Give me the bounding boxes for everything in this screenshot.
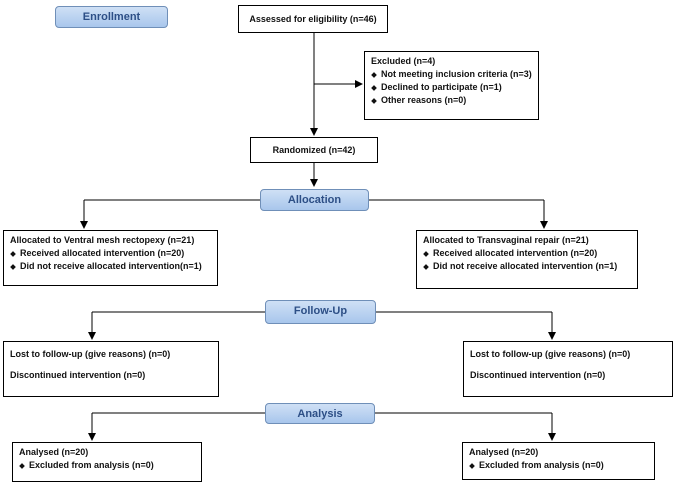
- stage-enrollment: Enrollment: [55, 6, 168, 28]
- followup-right-lost: Lost to follow-up (give reasons) (n=0): [470, 349, 631, 359]
- followup-right-box: Lost to follow-up (give reasons) (n=0) D…: [463, 341, 673, 397]
- excluded-item: Declined to participate (n=1): [371, 81, 532, 94]
- allocation-right-item: Received allocated intervention (n=20): [423, 247, 631, 260]
- analysis-left-box: Analysed (n=20) Excluded from analysis (…: [12, 442, 202, 482]
- analysis-left-analysed: Analysed (n=20): [19, 447, 89, 457]
- excluded-box: Excluded (n=4) Not meeting inclusion cri…: [364, 51, 539, 120]
- analysis-right-item: Excluded from analysis (n=0): [469, 459, 648, 472]
- stage-follow-up: Follow-Up: [265, 300, 376, 324]
- assessed-box: Assessed for eligibility (n=46): [238, 5, 388, 33]
- analysis-right-analysed: Analysed (n=20): [469, 447, 539, 457]
- followup-left-discontinued: Discontinued intervention (n=0): [10, 370, 146, 380]
- excluded-item: Not meeting inclusion criteria (n=3): [371, 68, 532, 81]
- stage-analysis: Analysis: [265, 403, 375, 424]
- allocation-right-title: Allocated to Transvaginal repair (n=21): [423, 235, 589, 245]
- allocation-right-box: Allocated to Transvaginal repair (n=21) …: [416, 230, 638, 289]
- allocation-left-item: Did not receive allocated intervention(n…: [10, 260, 211, 273]
- assessed-label: Assessed for eligibility (n=46): [249, 14, 377, 24]
- followup-right-discontinued: Discontinued intervention (n=0): [470, 370, 606, 380]
- randomized-label: Randomized (n=42): [272, 145, 356, 155]
- analysis-left-item: Excluded from analysis (n=0): [19, 459, 195, 472]
- randomized-box: Randomized (n=42): [250, 137, 378, 163]
- allocation-left-title: Allocated to Ventral mesh rectopexy (n=2…: [10, 235, 195, 245]
- stage-allocation: Allocation: [260, 189, 369, 211]
- allocation-left-box: Allocated to Ventral mesh rectopexy (n=2…: [3, 230, 218, 286]
- excluded-title: Excluded (n=4): [371, 56, 436, 66]
- followup-left-lost: Lost to follow-up (give reasons) (n=0): [10, 349, 171, 359]
- allocation-right-item: Did not receive allocated intervention (…: [423, 260, 631, 273]
- excluded-item: Other reasons (n=0): [371, 94, 532, 107]
- followup-left-box: Lost to follow-up (give reasons) (n=0) D…: [3, 341, 219, 397]
- analysis-right-box: Analysed (n=20) Excluded from analysis (…: [462, 442, 655, 480]
- allocation-left-item: Received allocated intervention (n=20): [10, 247, 211, 260]
